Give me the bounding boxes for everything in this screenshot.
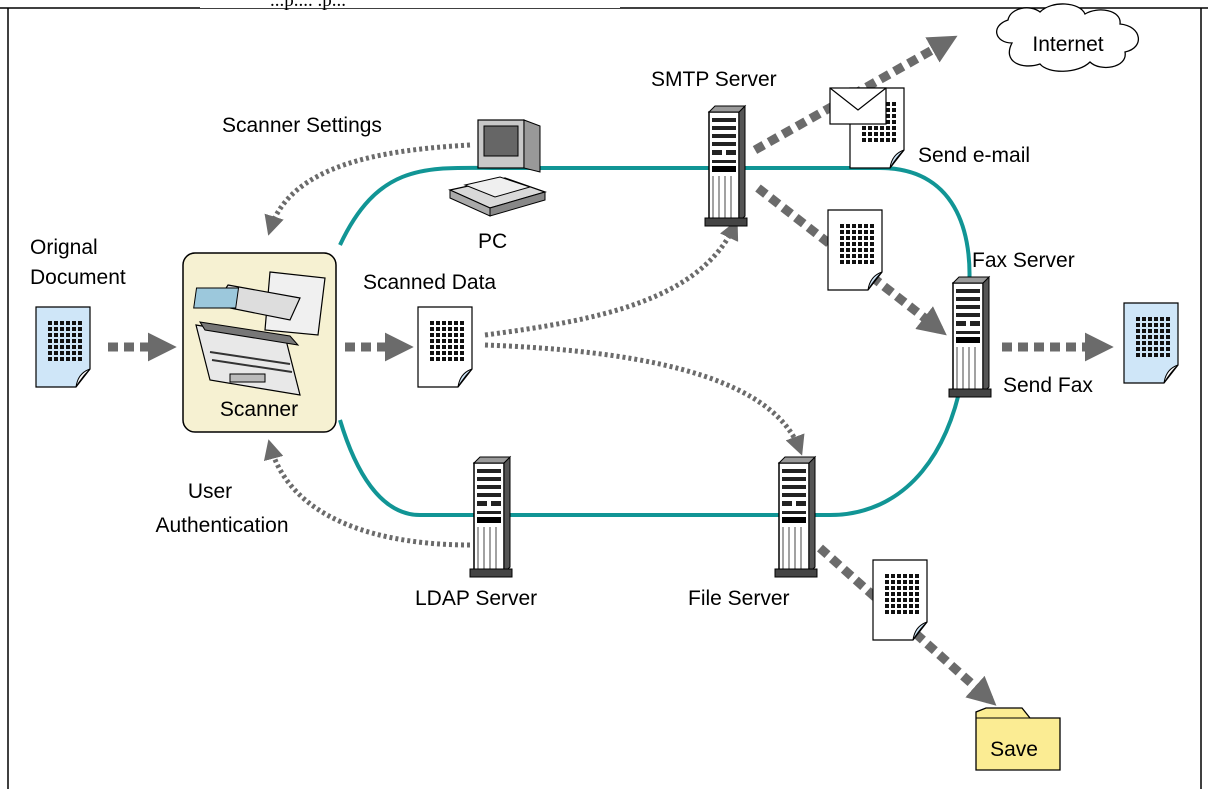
scanned-data-label: Scanned Data xyxy=(363,271,496,294)
user-auth-label-line2: Authentication xyxy=(155,514,288,537)
smtp-to-internet-arrow xyxy=(752,35,958,154)
data-to-file-arrow xyxy=(484,342,805,456)
smtp-server-icon xyxy=(704,105,748,227)
send-fax-label: Send Fax xyxy=(1003,374,1093,397)
scanner-node: Scanner xyxy=(182,252,337,433)
internet-label: Internet xyxy=(1032,33,1103,56)
scanner-settings-arrow xyxy=(264,142,471,236)
pc-label: PC xyxy=(478,230,507,253)
folder-icon xyxy=(975,707,1061,771)
original-document-label-line1: Orignal xyxy=(30,236,98,259)
fax-server-label: Fax Server xyxy=(972,249,1075,272)
scanner-icon xyxy=(193,271,326,396)
scanner-label: Scanner xyxy=(220,398,298,421)
smtp-server-label: SMTP Server xyxy=(651,68,777,91)
ldap-server-icon xyxy=(469,456,513,578)
ldap-server-label: LDAP Server xyxy=(415,587,537,610)
fax-server-icon xyxy=(948,276,992,398)
save-label: Save xyxy=(990,738,1038,761)
data-to-smtp-arrow xyxy=(484,219,739,338)
user-auth-arrow xyxy=(263,439,471,548)
fax-document-icon xyxy=(828,210,882,290)
header-fragment: ...p.... .p... xyxy=(270,0,346,11)
original-document-label-line2: Document xyxy=(30,266,126,289)
envelope-icon xyxy=(829,87,887,125)
original-document-icon xyxy=(36,307,90,387)
file-server-label: File Server xyxy=(688,587,790,610)
cloud-icon xyxy=(996,3,1140,72)
pc-icon xyxy=(448,119,547,217)
file-server-icon xyxy=(774,456,818,578)
saved-document-icon xyxy=(873,560,927,640)
scanned-data-document-icon xyxy=(418,307,472,387)
send-email-label: Send e-mail xyxy=(918,144,1030,167)
fax-output-document-icon xyxy=(1124,303,1178,383)
user-auth-label-line1: User xyxy=(188,480,232,503)
scanner-settings-label: Scanner Settings xyxy=(222,114,382,137)
